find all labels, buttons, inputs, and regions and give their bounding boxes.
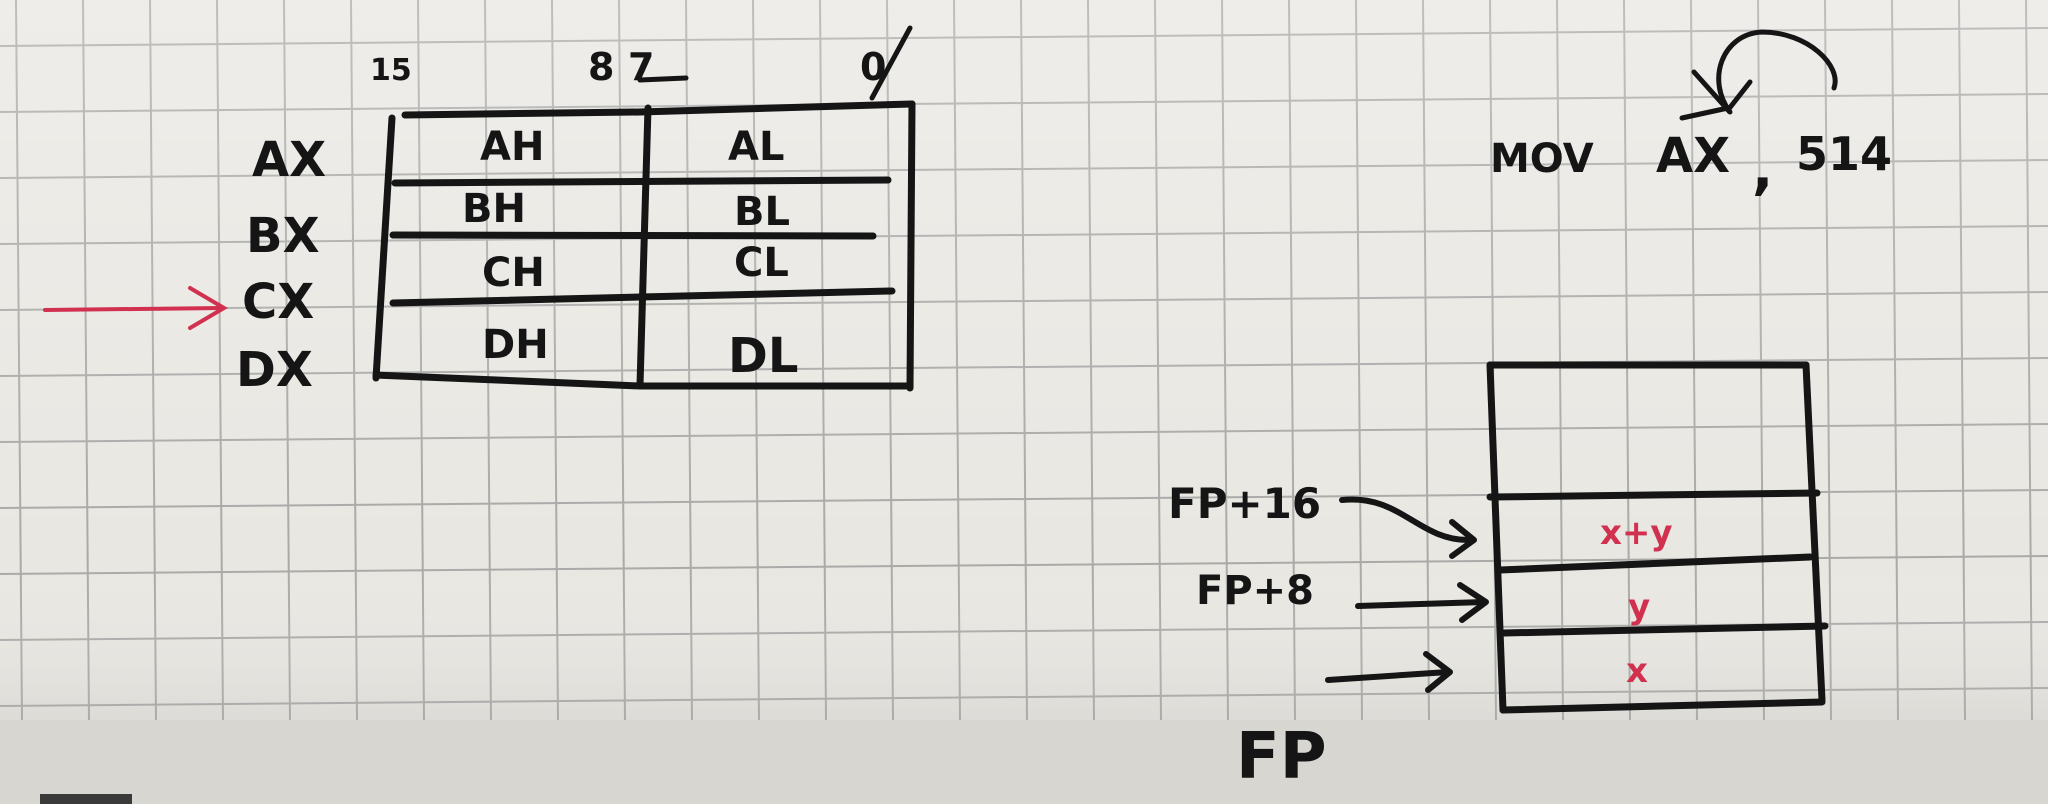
fp-plus-8-label: FP+8 xyxy=(1196,568,1314,614)
register-low-al: AL xyxy=(728,124,784,170)
instruction-register: AX xyxy=(1656,128,1730,184)
register-name-dx: DX xyxy=(236,342,313,398)
register-high-dh: DH xyxy=(482,322,549,368)
stack-right-border xyxy=(1802,361,1826,704)
bit-label-8: 8 xyxy=(588,45,614,89)
frame-pointer-labels: FP+16 FP+8 FP xyxy=(1168,479,1327,794)
stack-bottom-border xyxy=(1499,698,1826,714)
register-left-border xyxy=(372,114,396,382)
register-name-bx: BX xyxy=(246,208,320,264)
page-edge-shadow xyxy=(0,720,2048,804)
register-halves: AH AL BH BL CH CL DH DL xyxy=(462,124,798,384)
stack-line-3 xyxy=(1500,622,1829,637)
register-high-ch: CH xyxy=(482,250,545,296)
stack-frame xyxy=(1486,361,1829,714)
instruction-opcode: MOV xyxy=(1490,136,1594,182)
stack-line-1 xyxy=(1486,489,1821,501)
stack-cells: x+y y x xyxy=(1600,513,1673,691)
register-name-cx: CX xyxy=(242,274,314,330)
fp-label: FP xyxy=(1236,720,1327,794)
stack-left-border xyxy=(1486,361,1507,714)
stack-cell-y: y xyxy=(1628,587,1650,627)
bit-labels: 15 8 7 0 xyxy=(370,45,886,89)
register-top-border xyxy=(401,100,916,119)
register-diagram xyxy=(372,25,916,392)
bit-label-7: 7 xyxy=(628,45,654,89)
register-names: AX BX CX DX xyxy=(236,132,326,398)
register-row-line-1 xyxy=(391,176,892,187)
mov-instruction: MOV AX , 514 xyxy=(1490,127,1892,202)
register-high-ah: AH xyxy=(480,124,544,170)
register-low-cl: CL xyxy=(734,240,789,286)
register-name-ax: AX xyxy=(252,132,326,188)
bit-label-0: 0 xyxy=(860,45,886,89)
red-pointer-arrow-icon xyxy=(43,286,228,330)
dark-corner-object xyxy=(40,794,132,804)
bit-label-15: 15 xyxy=(370,53,412,88)
stack-line-2 xyxy=(1496,553,1814,574)
register-row-line-3 xyxy=(389,287,896,307)
fp-plus-16-label: FP+16 xyxy=(1168,479,1321,528)
fp-arrow-icon xyxy=(1325,651,1453,693)
register-low-dl: DL xyxy=(728,328,798,384)
bit-0-slash xyxy=(869,25,913,101)
instruction-separator: , xyxy=(1752,137,1773,202)
register-high-bh: BH xyxy=(462,186,526,232)
instruction-value: 514 xyxy=(1796,127,1892,181)
stack-cell-x: x xyxy=(1626,651,1648,691)
bit-7-tick xyxy=(637,75,689,83)
curved-arrow-icon xyxy=(1679,29,1838,121)
register-right-border xyxy=(906,100,916,392)
fp-plus-8-arrow-icon xyxy=(1355,582,1489,623)
register-low-bl: BL xyxy=(734,189,790,235)
stack-cell-x-plus-y: x+y xyxy=(1600,513,1673,553)
register-row-line-2 xyxy=(389,231,877,240)
register-divider xyxy=(636,104,652,389)
fp-plus-16-arrow-icon xyxy=(1339,496,1477,559)
